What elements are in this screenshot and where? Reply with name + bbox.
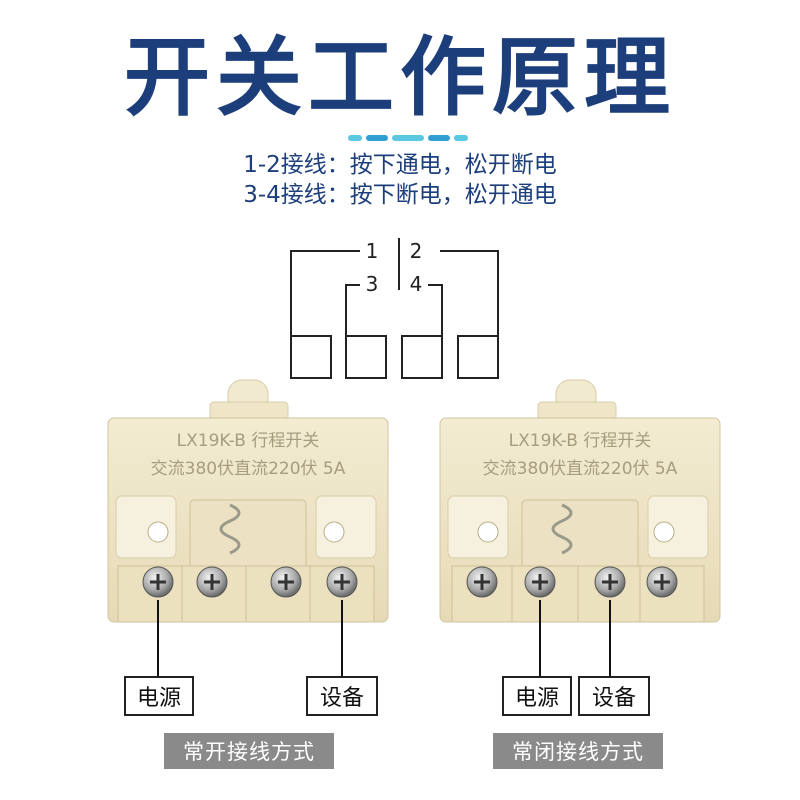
switch-right-marking-1: LX19K-B 行程开关	[509, 431, 652, 451]
switch-left-marking-1: LX19K-B 行程开关	[177, 431, 320, 451]
terminal-box-3	[345, 335, 387, 379]
terminal-number-1: 1	[366, 239, 379, 263]
wire-terminal-4	[428, 284, 443, 336]
switch-left: LX19K-B 行程开关 交流380伏直流220伏 5A	[107, 379, 389, 623]
device-label-right: 设备	[578, 676, 650, 716]
switch-right-marking-2: 交流380伏直流220伏 5A	[483, 459, 678, 479]
terminal-box-4	[401, 335, 443, 379]
power-label-left: 电源	[124, 676, 194, 716]
terminal-box-1	[290, 335, 332, 379]
rule-3-4: 3-4接线：按下断电，松开通电	[243, 182, 557, 208]
switch-right: LX19K-B 行程开关 交流380伏直流220伏 5A	[439, 379, 721, 623]
terminal-number-4: 4	[410, 272, 423, 296]
terminal-box-2	[457, 335, 499, 379]
wire-terminal-2	[440, 250, 499, 336]
rule-1-2: 1-2接线：按下通电，松开断电	[243, 152, 557, 178]
switch-left-marking-2: 交流380伏直流220伏 5A	[151, 459, 346, 479]
power-label-right: 电源	[502, 676, 572, 716]
terminal-number-2: 2	[410, 239, 423, 263]
page-title: 开关工作原理	[124, 28, 676, 128]
wire-terminal-3	[345, 284, 360, 336]
wire-terminal-1	[290, 250, 360, 336]
accent-dashes	[348, 135, 468, 141]
caption-normally-closed: 常闭接线方式	[493, 733, 663, 769]
terminal-number-3: 3	[366, 272, 379, 296]
caption-normally-open: 常开接线方式	[164, 733, 334, 769]
device-label-left: 设备	[306, 676, 378, 716]
